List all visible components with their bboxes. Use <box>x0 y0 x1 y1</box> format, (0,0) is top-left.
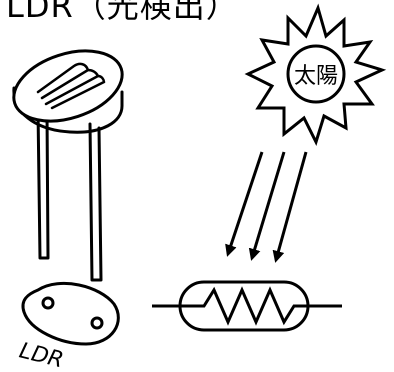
ldr-pin-hole <box>41 296 55 310</box>
diagram-title: LDR（光検出） <box>6 0 239 25</box>
light-ray-arrow <box>225 151 264 257</box>
light-rays <box>225 151 308 263</box>
ldr-leads <box>36 108 103 282</box>
ldr-top-view-outline <box>21 281 120 346</box>
sun-icon <box>244 3 387 147</box>
light-ray-arrow <box>248 151 286 261</box>
ldr-top-face <box>12 49 124 123</box>
ldr-sensor-track <box>36 62 106 110</box>
light-ray-arrow <box>272 151 308 263</box>
schematic-resistor-zigzag <box>186 286 342 326</box>
ldr-schematic-symbol <box>152 280 342 332</box>
ldr-top-view <box>21 281 120 346</box>
ldr-label: LDR <box>17 338 66 372</box>
ldr-component-illustration <box>12 49 124 282</box>
sun-label: 太陽 <box>294 64 338 89</box>
ldr-pin-hole <box>90 316 104 330</box>
